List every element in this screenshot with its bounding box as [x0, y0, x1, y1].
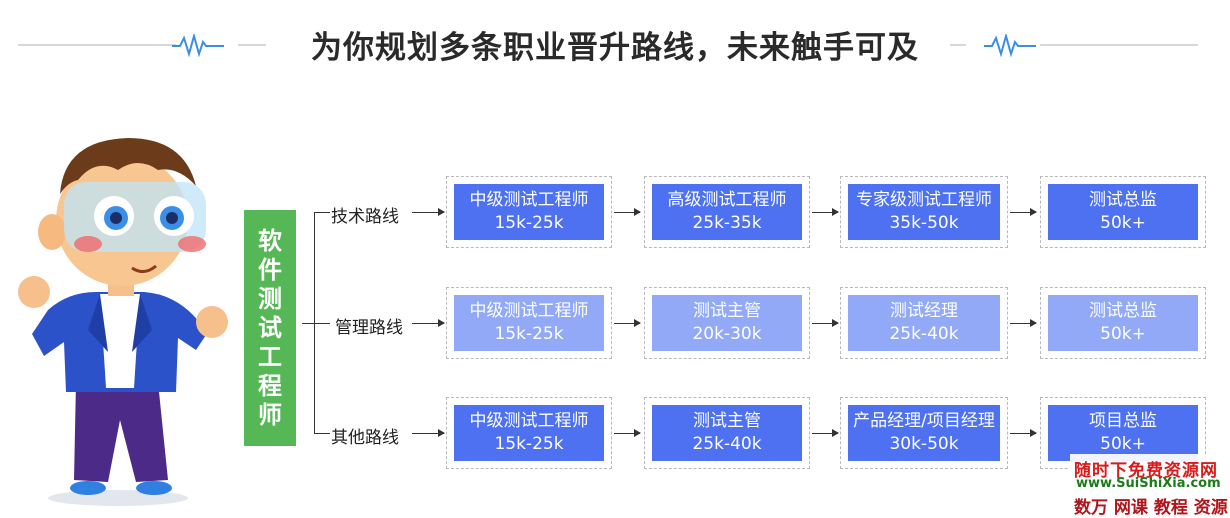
pulse-icon — [984, 34, 1036, 58]
career-step-box: 产品经理/项目经理 30k-50k — [840, 397, 1008, 469]
career-step-card: 测试总监 50k+ — [1048, 184, 1198, 240]
step-salary: 15k-25k — [494, 434, 564, 454]
step-title: 高级测试工程师 — [667, 190, 787, 210]
route-label-other: 其他路线 — [331, 428, 399, 448]
root-role-label: 软件测试工程师 — [258, 226, 282, 429]
step-salary: 35k-50k — [889, 213, 959, 233]
career-step-box: 测试总监 50k+ — [1040, 287, 1206, 359]
root-connector — [302, 323, 314, 324]
step-title: 项目总监 — [1089, 411, 1157, 431]
career-step-box: 测试主管 25k-40k — [644, 397, 810, 469]
career-step-card: 中级测试工程师 15k-25k — [454, 405, 604, 461]
route-branch-line — [314, 212, 330, 213]
flow-arrow — [614, 429, 641, 437]
flow-arrow — [614, 208, 641, 216]
step-salary: 50k+ — [1100, 324, 1146, 344]
step-title: 测试总监 — [1089, 190, 1157, 210]
header-line-right-short — [950, 44, 966, 46]
step-salary: 25k-35k — [692, 213, 762, 233]
career-step-card: 中级测试工程师 15k-25k — [454, 295, 604, 351]
route-branch-line — [314, 323, 330, 324]
step-title: 测试主管 — [693, 411, 761, 431]
flow-arrow — [412, 319, 445, 327]
header-line-left-short — [238, 44, 266, 46]
step-salary: 50k+ — [1100, 213, 1146, 233]
step-title: 中级测试工程师 — [469, 190, 589, 210]
step-title: 中级测试工程师 — [469, 301, 589, 321]
flow-arrow — [1010, 429, 1037, 437]
career-step-card: 专家级测试工程师 35k-50k — [848, 184, 1000, 240]
career-step-box: 测试经理 25k-40k — [840, 287, 1008, 359]
flow-arrow — [1010, 208, 1037, 216]
career-step-box: 高级测试工程师 25k-35k — [644, 176, 810, 248]
header-line-right — [1040, 44, 1198, 46]
career-step-box: 中级测试工程师 15k-25k — [446, 287, 612, 359]
step-salary: 25k-40k — [889, 324, 959, 344]
flow-arrow — [412, 429, 445, 437]
route-label-tech: 技术路线 — [331, 207, 399, 227]
career-step-card: 产品经理/项目经理 30k-50k — [848, 405, 1000, 461]
step-salary: 20k-30k — [692, 324, 762, 344]
step-title: 测试总监 — [1089, 301, 1157, 321]
flow-arrow — [812, 208, 839, 216]
career-step-box: 测试主管 20k-30k — [644, 287, 810, 359]
page-title: 为你规划多条职业晋升路线，未来触手可及 — [311, 30, 919, 66]
step-title: 专家级测试工程师 — [856, 190, 992, 210]
step-title: 中级测试工程师 — [469, 411, 589, 431]
career-step-box: 专家级测试工程师 35k-50k — [840, 176, 1008, 248]
career-step-card: 测试总监 50k+ — [1048, 295, 1198, 351]
career-step-card: 项目总监 50k+ — [1048, 405, 1198, 461]
step-salary: 50k+ — [1100, 434, 1146, 454]
pulse-icon — [172, 34, 224, 58]
route-label-management: 管理路线 — [335, 318, 403, 338]
root-role-box: 软件测试工程师 — [244, 210, 296, 446]
step-title: 测试主管 — [693, 301, 761, 321]
flow-arrow — [412, 208, 445, 216]
flow-arrow — [812, 319, 839, 327]
career-step-box: 中级测试工程师 15k-25k — [446, 397, 612, 469]
career-step-card: 高级测试工程师 25k-35k — [652, 184, 802, 240]
step-title: 测试经理 — [890, 301, 958, 321]
flow-arrow — [812, 429, 839, 437]
step-salary: 15k-25k — [494, 324, 564, 344]
cartoon-character-illustration — [18, 138, 228, 506]
flow-arrow — [614, 319, 641, 327]
career-step-box: 中级测试工程师 15k-25k — [446, 176, 612, 248]
step-salary: 25k-40k — [692, 434, 762, 454]
watermark-line-3: 数万 网课 教程 资源 — [1074, 498, 1228, 518]
watermark-backdrop — [1070, 454, 1230, 515]
watermark-line-2: www.SuiShiXia.com — [1076, 476, 1221, 491]
career-step-card: 中级测试工程师 15k-25k — [454, 184, 604, 240]
career-step-card: 测试主管 20k-30k — [652, 295, 802, 351]
route-branch-line — [314, 433, 330, 434]
step-title: 产品经理/项目经理 — [853, 411, 995, 431]
header-line-left — [18, 44, 176, 46]
career-step-card: 测试主管 25k-40k — [652, 405, 802, 461]
flow-arrow — [1010, 319, 1037, 327]
step-salary: 30k-50k — [889, 434, 959, 454]
watermark-line-1: 随时下免费资源网 — [1074, 461, 1218, 481]
career-step-box: 项目总监 50k+ — [1040, 397, 1206, 469]
step-salary: 15k-25k — [494, 213, 564, 233]
career-step-box: 测试总监 50k+ — [1040, 176, 1206, 248]
career-step-card: 测试经理 25k-40k — [848, 295, 1000, 351]
